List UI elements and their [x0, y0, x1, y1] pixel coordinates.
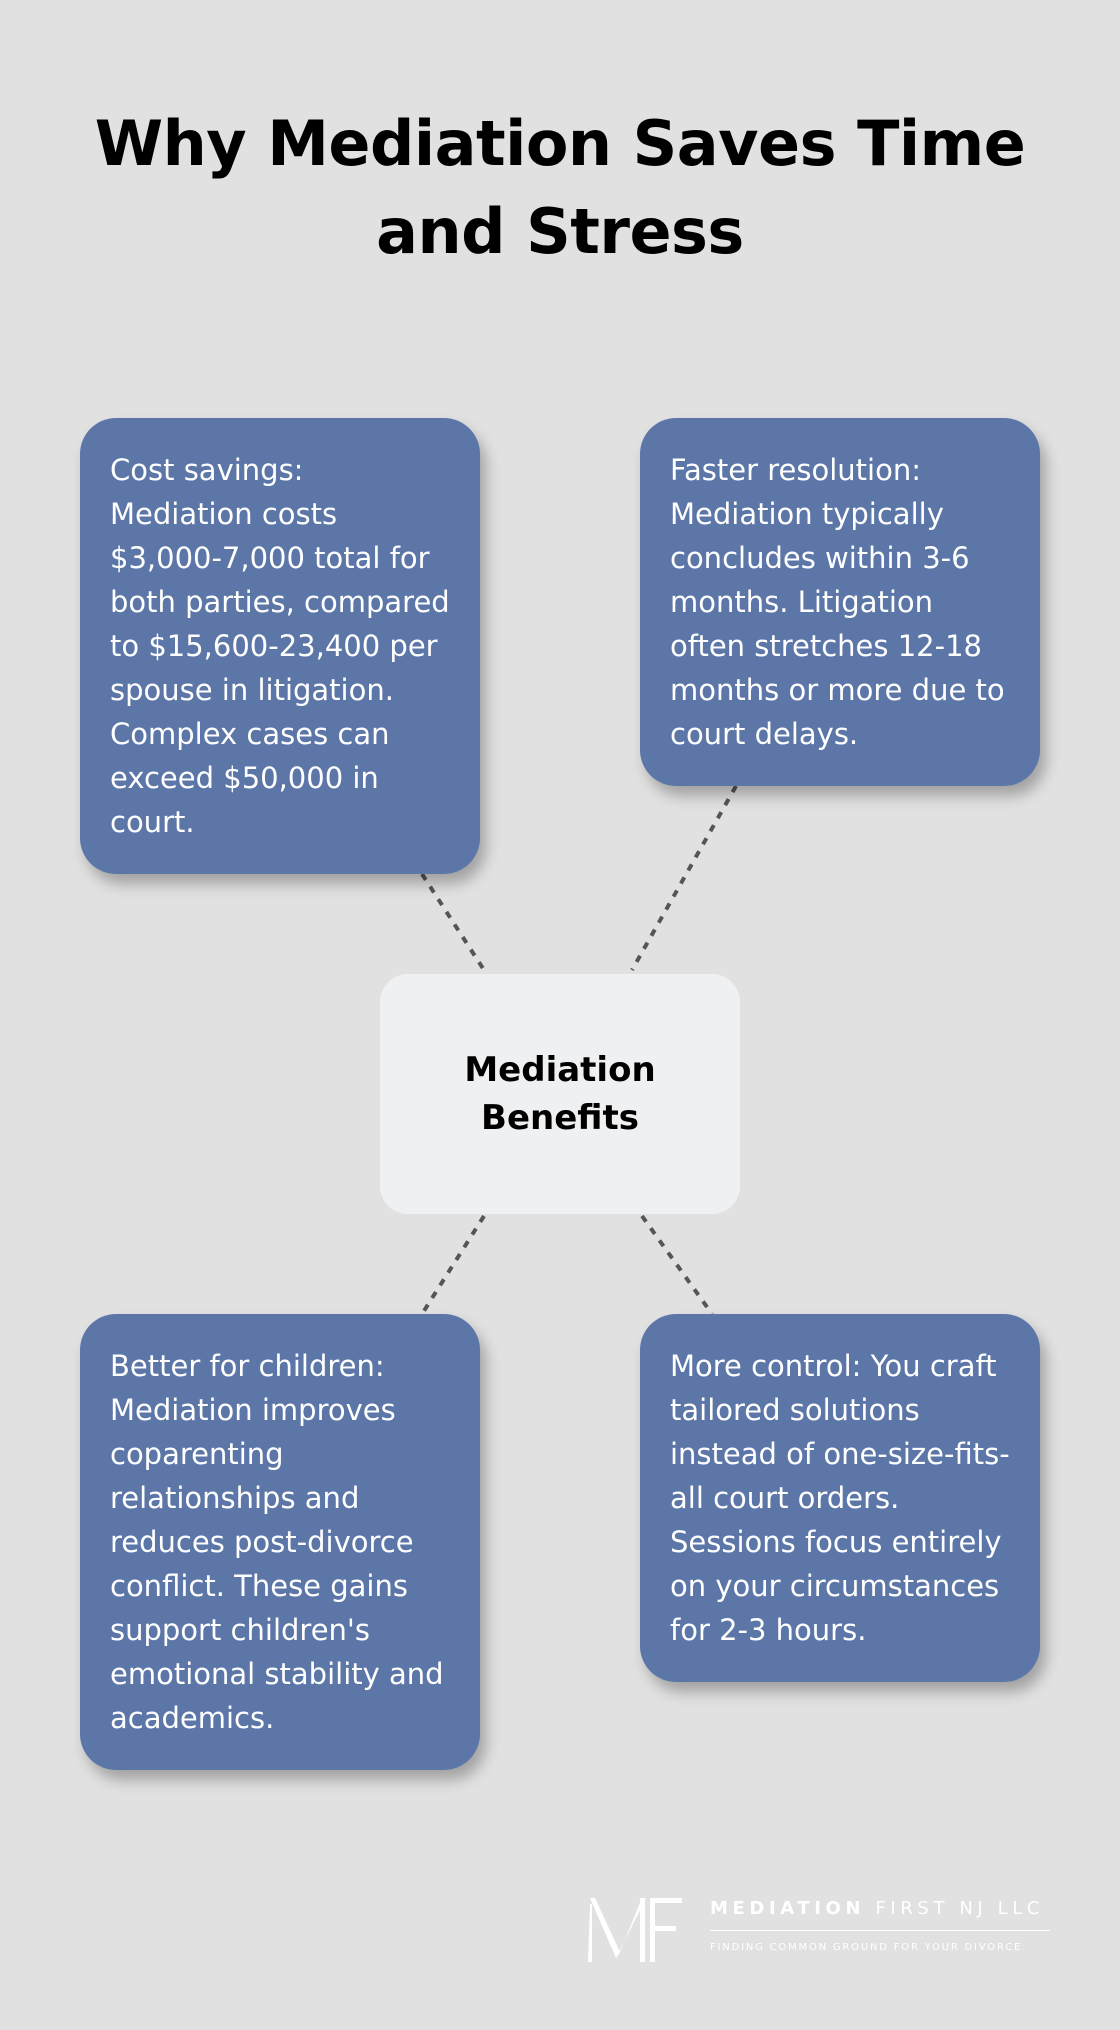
connector-top-left — [420, 872, 486, 972]
benefit-card-cost-savings: Cost savings: Mediation costs $3,000-7,0… — [80, 418, 480, 874]
connector-top-right — [630, 785, 738, 971]
center-node-label: Mediation Benefits — [464, 1050, 656, 1138]
connector-bottom-left — [420, 1214, 486, 1316]
logo-name: MEDIATION FIRST NJ LLC — [710, 1898, 1044, 1919]
benefit-card-text: Cost savings: Mediation costs $3,000-7,0… — [110, 453, 450, 839]
benefit-card-text: More control: You craft tailored solutio… — [670, 1349, 1010, 1647]
benefit-card-text: Faster resolution: Mediation typically c… — [670, 453, 1005, 751]
logo-name-light: FIRST NJ LLC — [875, 1898, 1045, 1919]
connector-bottom-right — [640, 1214, 714, 1316]
page-title: Why Mediation Saves Time and Stress — [94, 107, 1026, 268]
mf-monogram-logo-icon — [588, 1898, 682, 1962]
logo-tagline: FINDING COMMON GROUND FOR YOUR DIVORCE — [710, 1942, 1023, 1953]
benefit-card-more-control: More control: You craft tailored solutio… — [640, 1314, 1040, 1682]
benefit-card-text: Better for children: Mediation improves … — [110, 1349, 444, 1735]
center-node: Mediation Benefits — [380, 974, 740, 1214]
company-logo: MEDIATION FIRST NJ LLC FINDING COMMON GR… — [586, 1896, 1056, 1964]
logo-name-bold: MEDIATION — [710, 1898, 866, 1919]
benefit-card-better-for-children: Better for children: Mediation improves … — [80, 1314, 480, 1770]
logo-divider — [710, 1930, 1050, 1931]
benefit-card-faster-resolution: Faster resolution: Mediation typically c… — [640, 418, 1040, 786]
